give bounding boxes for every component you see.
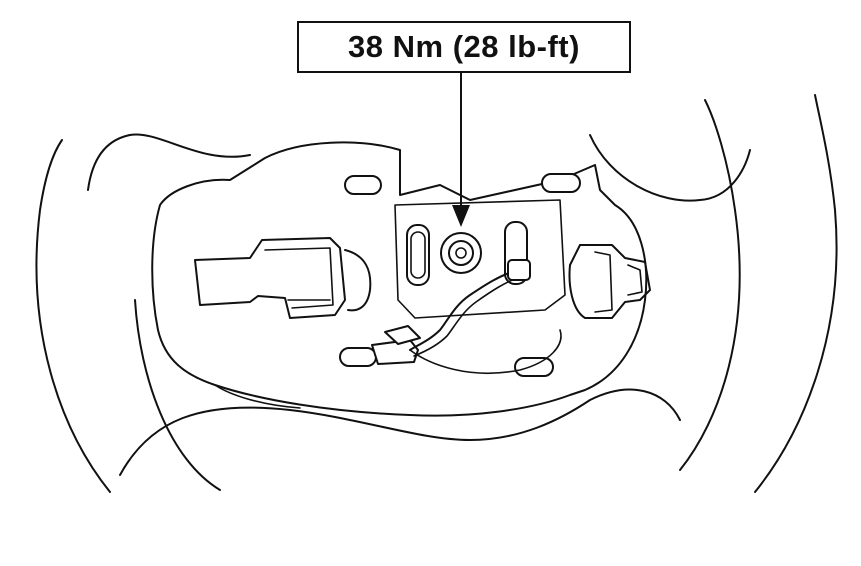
upper-pins bbox=[344, 173, 581, 195]
right-mount-bracket bbox=[568, 244, 651, 319]
steering-wheel-spokes bbox=[87, 133, 751, 491]
steering-wheel-rim bbox=[35, 94, 838, 493]
center-plate bbox=[394, 199, 566, 319]
lower-pins bbox=[339, 325, 554, 377]
ground-wire bbox=[409, 259, 562, 374]
left-mount-bracket bbox=[194, 237, 372, 319]
hub-housing bbox=[151, 141, 648, 417]
torque-bolt bbox=[440, 232, 482, 274]
torque-spec-label: 38 Nm (28 lb-ft) bbox=[297, 21, 631, 73]
callout-arrow bbox=[452, 72, 470, 227]
